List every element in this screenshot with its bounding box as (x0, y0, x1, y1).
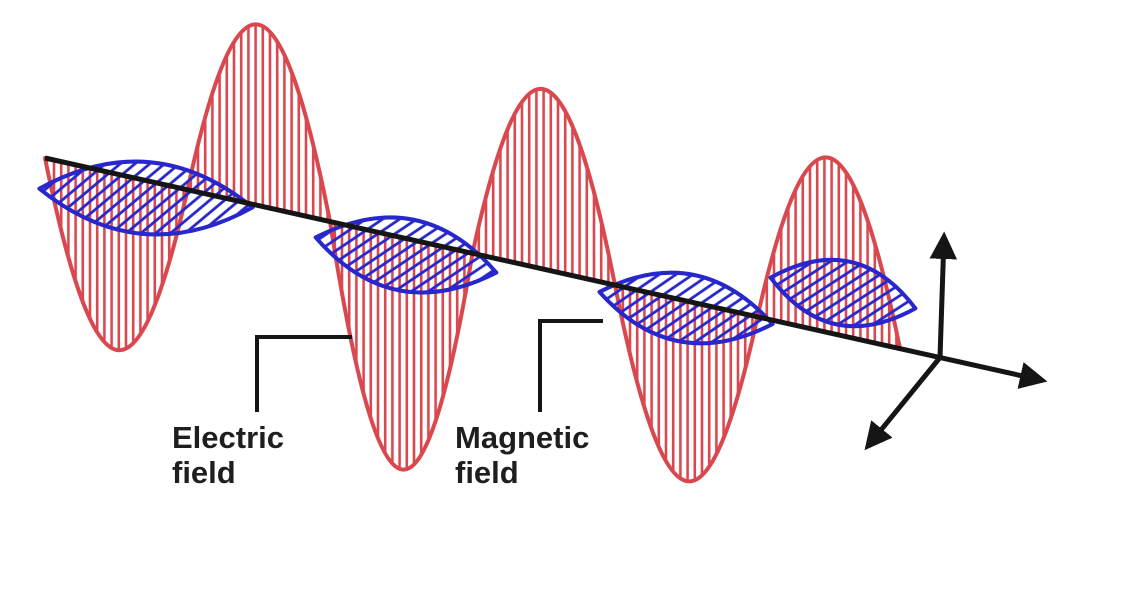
magnetic-field-lobe-4 (768, 257, 918, 329)
vertical-axis-arrow (929, 231, 958, 358)
magnetic-field-lobe-1 (37, 159, 255, 237)
electric-field-label-line2: field (172, 455, 236, 490)
coordinate-axes (44, 155, 1048, 451)
propagation-axis (44, 155, 1048, 389)
magnetic-field-lobe-2 (313, 215, 499, 295)
electric-field-label-line1: Electric (172, 420, 284, 455)
electric-field-wave-fill (45, 24, 900, 482)
magnetic-field-wave (37, 159, 918, 346)
electric-field-label: Electric field (172, 420, 284, 490)
magnetic-field-label: Magnetic field (455, 420, 589, 490)
transverse-axis-arrow (864, 355, 942, 451)
magnetic-field-callout-line (538, 319, 603, 412)
electric-field-callout-line (255, 335, 352, 412)
magnetic-field-label-line1: Magnetic (455, 420, 589, 455)
magnetic-field-label-line2: field (455, 455, 519, 490)
